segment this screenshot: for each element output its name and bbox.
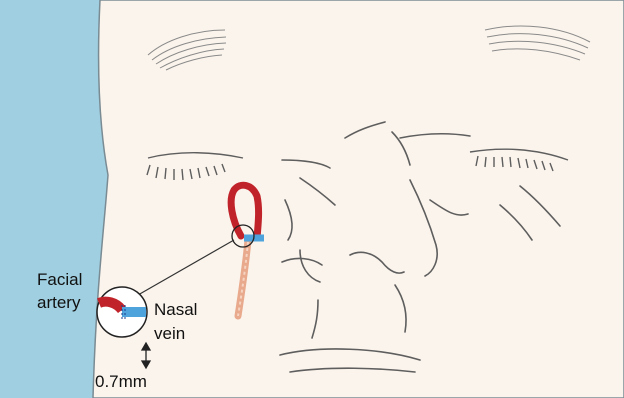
background-strip	[0, 0, 108, 398]
magnified-anastomosis	[97, 287, 147, 337]
nasal-vein-label-line2: vein	[154, 324, 185, 344]
facial-artery-label-line1: Facial	[37, 270, 82, 290]
measurement-label: 0.7mm	[95, 372, 147, 392]
nasal-vein-label-line1: Nasal	[154, 300, 197, 320]
facial-artery-label-line2: artery	[37, 293, 80, 313]
